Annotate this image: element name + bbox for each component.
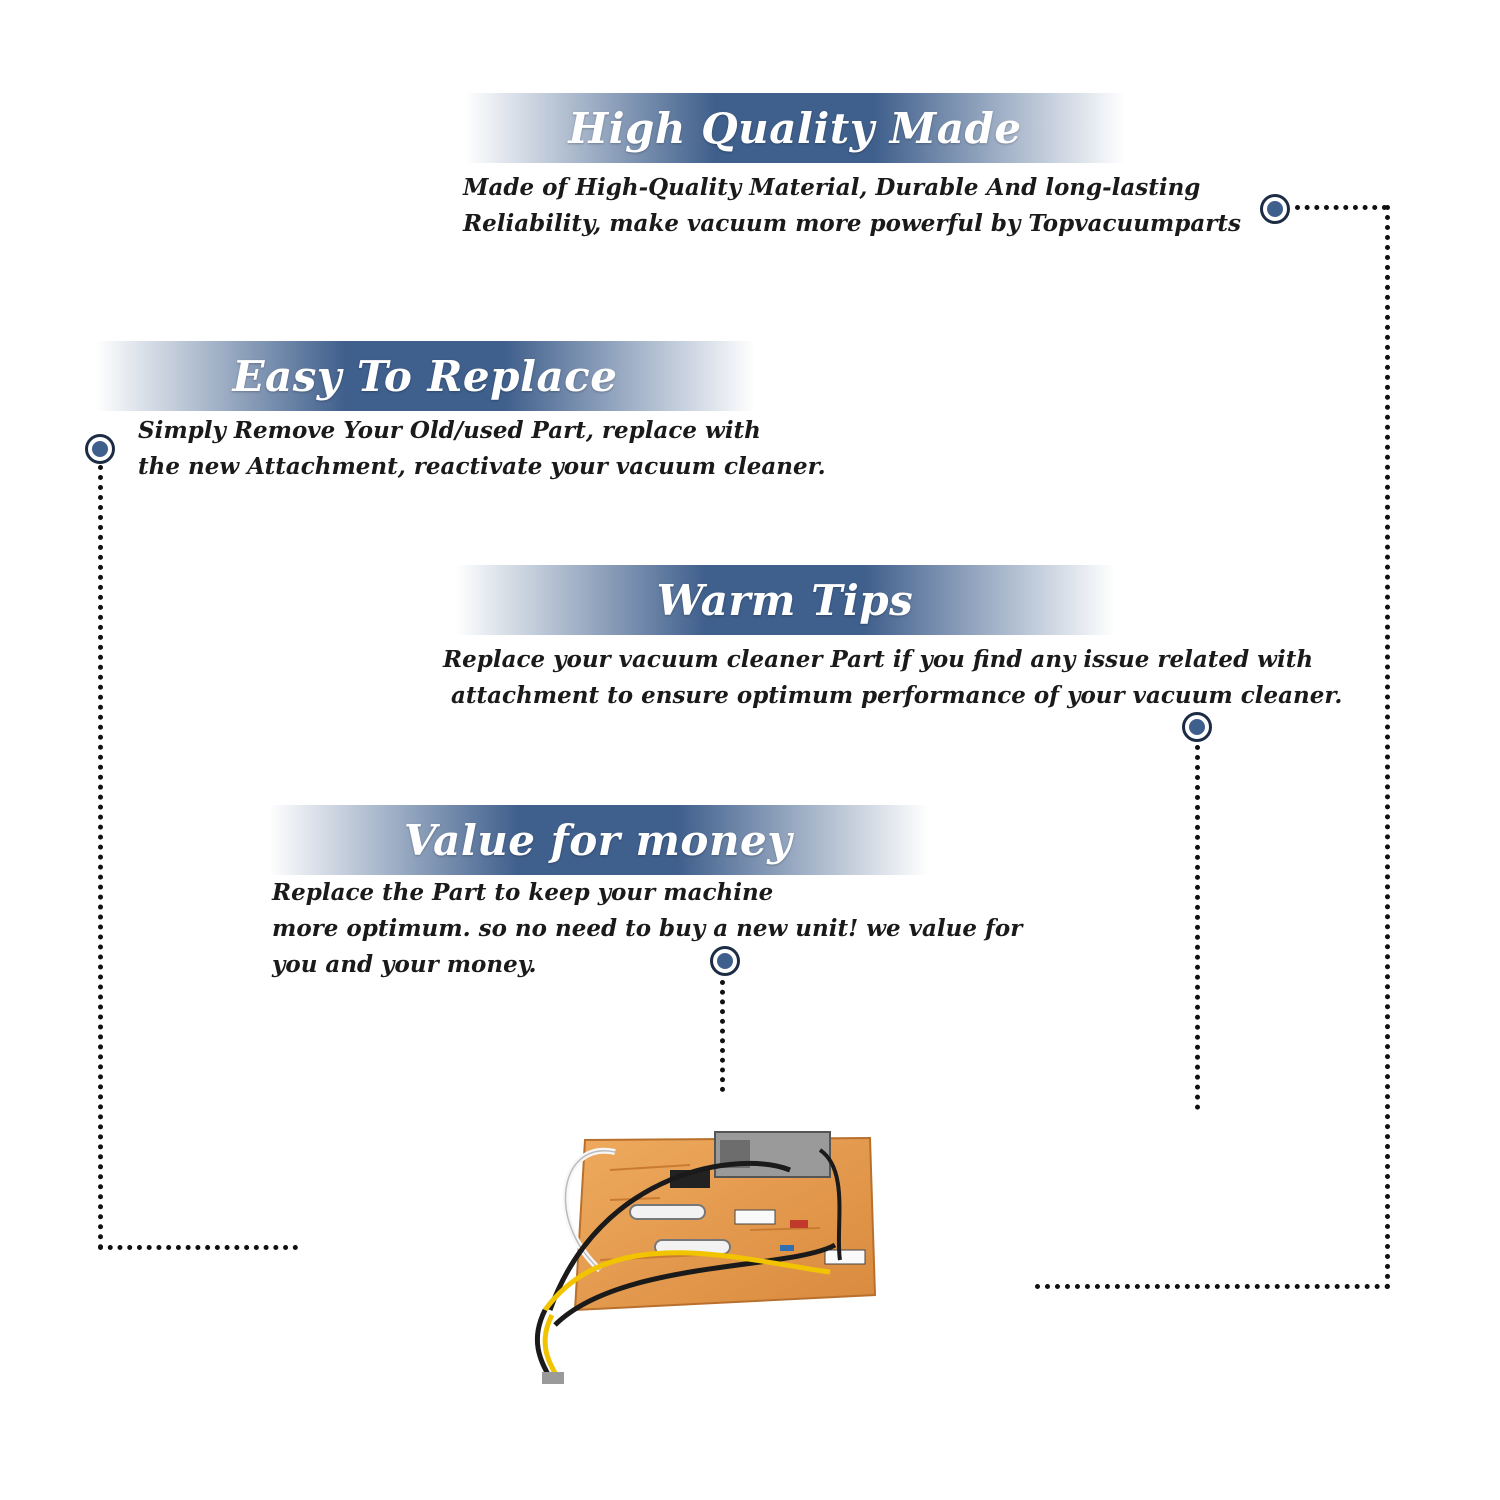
description-line: the new Attachment, reactivate your vacu… — [138, 453, 826, 480]
description-line: Replace the Part to keep your machine — [272, 879, 774, 906]
section-title: Easy To Replace — [232, 351, 618, 401]
section-description: Made of High-Quality Material, Durable A… — [463, 170, 1241, 242]
section-description: Replace the Part to keep your machine mo… — [272, 875, 1022, 983]
connector-line — [1295, 205, 1387, 210]
description-line: you and your money. — [272, 951, 537, 978]
description-line: Reliability, make vacuum more powerful b… — [463, 210, 1241, 237]
banner-value-money: Value for money — [268, 805, 928, 875]
section-title: Warm Tips — [656, 575, 914, 625]
section-description: Replace your vacuum cleaner Part if you … — [443, 642, 1342, 714]
connector-line — [98, 1245, 298, 1250]
description-line: Made of High-Quality Material, Durable A… — [463, 174, 1201, 201]
connector-line — [98, 465, 103, 1250]
connector-node-icon — [710, 946, 740, 976]
connector-line — [1385, 205, 1390, 1290]
connector-line — [1195, 745, 1200, 1110]
description-line: attachment to ensure optimum performance… — [443, 682, 1343, 709]
banner-warm-tips: Warm Tips — [455, 565, 1115, 635]
description-line: Replace your vacuum cleaner Part if you … — [443, 646, 1314, 673]
section-title: High Quality Made — [568, 103, 1022, 153]
section-description: Simply Remove Your Old/used Part, replac… — [138, 413, 826, 485]
connector-line — [1035, 1284, 1390, 1289]
banner-high-quality: High Quality Made — [465, 93, 1125, 163]
connector-node-icon — [85, 434, 115, 464]
description-line: Simply Remove Your Old/used Part, replac… — [138, 417, 761, 444]
circuit-board-icon — [534, 1131, 877, 1384]
connector-node-icon — [1260, 194, 1290, 224]
connector-line — [720, 980, 725, 1092]
connector-node-icon — [1182, 712, 1212, 742]
description-line: more optimum. so no need to buy a new un… — [272, 915, 1023, 942]
banner-easy-replace: Easy To Replace — [95, 341, 755, 411]
section-title: Value for money — [403, 815, 793, 865]
